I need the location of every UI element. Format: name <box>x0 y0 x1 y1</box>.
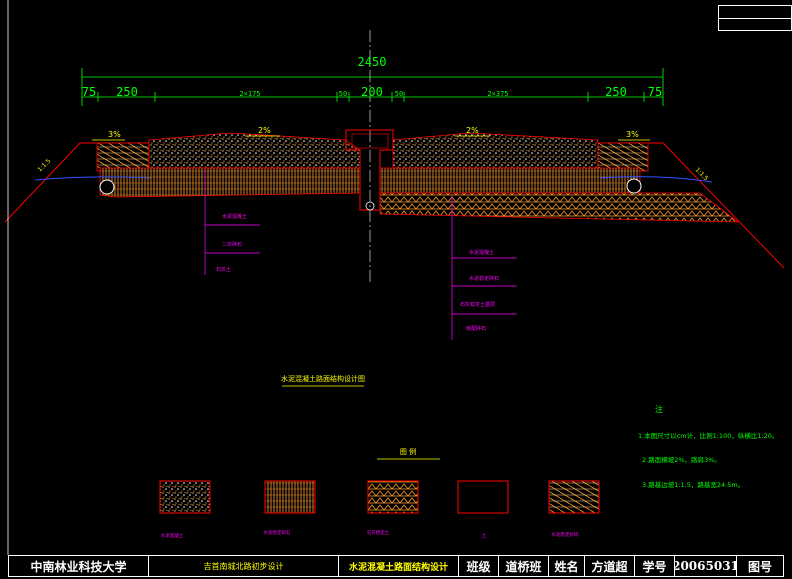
svg-text:级配碎石: 级配碎石 <box>466 325 486 332</box>
tb-id-value: 20065031 <box>675 556 737 576</box>
legend-swatch-soil <box>457 480 509 514</box>
svg-text:水泥稳定砂砾: 水泥稳定砂砾 <box>552 531 579 538</box>
tb-id-label: 学号 <box>635 556 675 576</box>
tb-class-value: 道桥班 <box>499 556 549 576</box>
legend-swatch-concrete <box>159 480 211 514</box>
svg-text:50: 50 <box>395 90 403 98</box>
svg-text:土: 土 <box>482 532 487 539</box>
slope-marks <box>92 135 650 141</box>
tb-name-value: 方道超 <box>585 556 635 576</box>
right-surface-layer <box>392 132 599 169</box>
left-callout <box>204 170 260 275</box>
tb-drawing: 水泥混凝土路面结构设计 <box>339 556 459 576</box>
right-drainage-line <box>599 176 713 183</box>
legend-swatch-lime-soil <box>367 480 419 514</box>
left-base-layer <box>99 167 361 198</box>
svg-text:3.路基边坡1:1.5，路基宽24.5m。: 3.路基边坡1:1.5，路基宽24.5m。 <box>642 480 744 489</box>
svg-text:3%: 3% <box>626 130 639 139</box>
svg-text:水泥稳定碎石: 水泥稳定碎石 <box>469 275 499 282</box>
svg-text:二灰碎石: 二灰碎石 <box>222 241 242 248</box>
svg-text:水泥稳定碎石: 水泥稳定碎石 <box>264 529 291 536</box>
tb-project: 吉首南城北路初步设计 <box>149 556 339 576</box>
title-block: 中南林业科技大学 吉首南城北路初步设计 水泥混凝土路面结构设计 班级 道桥班 姓… <box>8 555 784 577</box>
dimension-lines <box>81 68 664 106</box>
segment-dimensions: 75 250 2×175 50 200 50 2×375 250 75 <box>82 85 662 99</box>
tb-class-label: 班级 <box>459 556 499 576</box>
svg-text:石灰稳定土: 石灰稳定土 <box>367 529 390 536</box>
legend-labels: 水泥混凝土 水泥稳定碎石 石灰稳定土 土 水泥稳定砂砾 <box>161 529 579 539</box>
svg-text:3%: 3% <box>108 130 121 139</box>
legend-swatch-cement-gravel <box>264 480 316 514</box>
svg-text:250: 250 <box>605 85 627 99</box>
right-callout-labels: 水泥混凝土 水泥稳定碎石 石灰稳定土基层 级配碎石 <box>460 249 499 332</box>
svg-text:2%: 2% <box>258 126 271 135</box>
svg-text:水泥混凝土: 水泥混凝土 <box>161 532 184 539</box>
left-surface-layer <box>148 132 361 169</box>
legend-swatches <box>159 480 600 514</box>
tb-school: 中南林业科技大学 <box>9 556 149 576</box>
right-base-layer <box>379 167 641 194</box>
right-drain-pipe <box>626 178 642 194</box>
svg-text:2×175: 2×175 <box>239 90 260 98</box>
svg-text:50: 50 <box>339 90 347 98</box>
svg-text:75: 75 <box>82 85 96 99</box>
left-shoulder-block <box>96 142 150 172</box>
tb-sheet-label: 图号 <box>747 559 772 574</box>
left-drainage-line <box>34 176 151 181</box>
svg-text:2.路面横坡2%，路肩3%。: 2.路面横坡2%，路肩3%。 <box>642 455 721 464</box>
svg-text:1.本图尺寸以cm计，比例1:100，纵横比1:20。: 1.本图尺寸以cm计，比例1:100，纵横比1:20。 <box>638 431 778 440</box>
legend-title: 图 例 <box>400 447 416 456</box>
svg-text:250: 250 <box>116 85 138 99</box>
median-drain-pipe <box>365 201 375 211</box>
svg-text:2%: 2% <box>466 126 479 135</box>
svg-text:注: 注 <box>655 404 663 414</box>
svg-text:石灰土: 石灰土 <box>216 266 231 273</box>
right-callout <box>451 195 517 340</box>
median-ditch <box>345 129 394 211</box>
right-shoulder-block <box>597 142 649 172</box>
svg-text:75: 75 <box>648 85 662 99</box>
svg-text:石灰稳定土基层: 石灰稳定土基层 <box>460 301 495 308</box>
median-channel <box>351 133 389 149</box>
svg-text:2×375: 2×375 <box>487 90 508 98</box>
svg-text:水泥混凝土: 水泥混凝土 <box>469 249 494 256</box>
right-subbase-layer <box>379 192 740 223</box>
notes: 注 1.本图尺寸以cm计，比例1:100，纵横比1:20。 2.路面横坡2%，路… <box>638 404 778 489</box>
svg-text:1:1.5: 1:1.5 <box>36 157 52 173</box>
svg-text:水泥混凝土: 水泥混凝土 <box>222 213 247 220</box>
total-dimension: 2450 <box>358 55 387 69</box>
left-callout-labels: 水泥混凝土 二灰碎石 石灰土 <box>216 213 247 273</box>
legend-swatch-sand-gravel <box>548 480 600 514</box>
left-drain-pipe <box>99 179 115 195</box>
tb-name-label: 姓名 <box>549 556 585 576</box>
section-title: 水泥混凝土路面结构设计图 <box>281 374 365 383</box>
svg-text:200: 200 <box>361 85 383 99</box>
corner-title-box <box>718 5 792 31</box>
